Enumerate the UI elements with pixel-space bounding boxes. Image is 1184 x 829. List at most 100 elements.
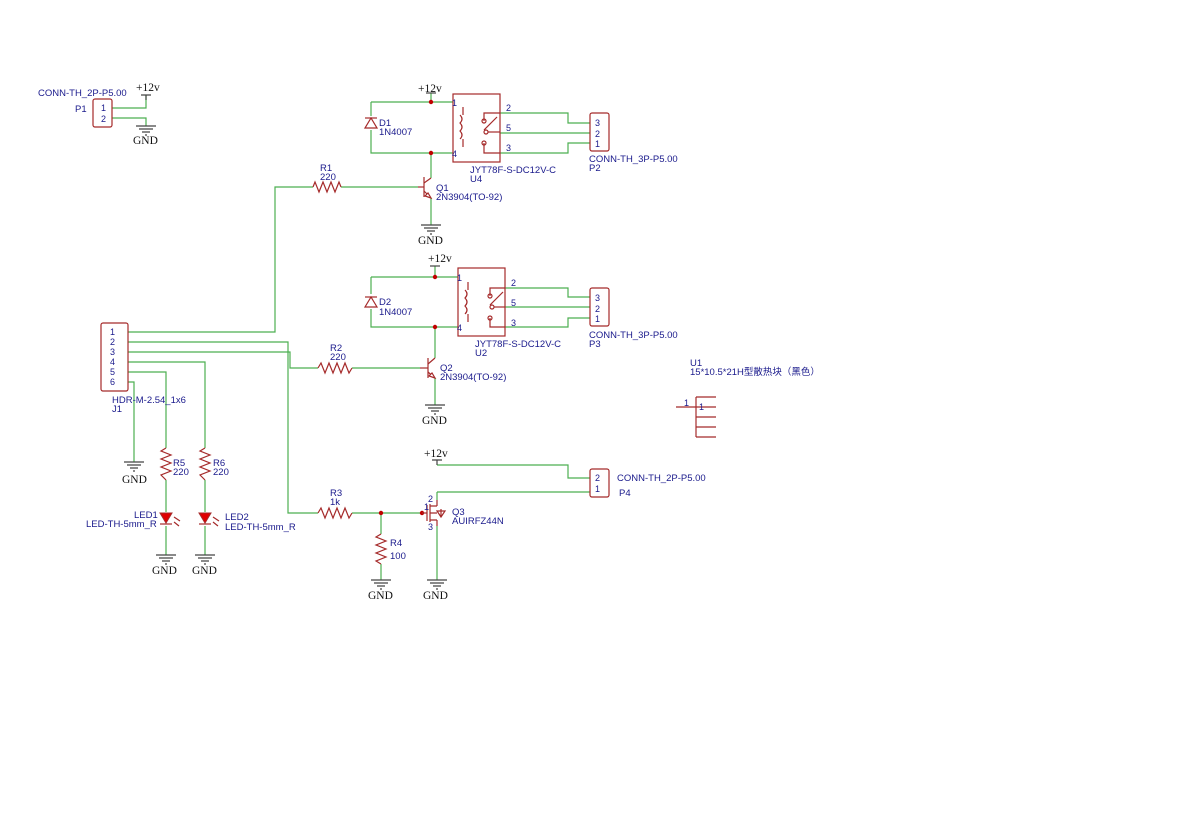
resistor-r2: R2 220 — [317, 343, 353, 375]
led2-value: LED-TH-5mm_R — [225, 522, 296, 533]
u2-pin-2: 2 — [511, 278, 516, 288]
u4-ref: U4 — [470, 174, 482, 185]
p3-value: CONN-TH_3P-P5.00 — [589, 330, 678, 341]
u4-pin-1: 1 — [452, 98, 457, 108]
p3-pin-1: 1 — [595, 314, 600, 324]
gnd-label: GND — [133, 135, 158, 147]
ground-symbols: GND GND GND GND GND GND GND GND — [122, 125, 448, 602]
r4-ref: R4 — [390, 538, 402, 549]
u4-pin-3: 3 — [506, 143, 511, 153]
resistor-r1: R1 220 — [312, 163, 342, 194]
r1-ref: R1 — [320, 163, 332, 174]
led2-ref: LED2 — [225, 512, 249, 523]
q3-pin-1: 1 — [424, 502, 429, 512]
heatsink-u1: 1 1 U1 15*10.5*21H型散热块（黑色） — [676, 358, 820, 438]
diode-d2: D2 1N4007 — [363, 295, 412, 318]
r5-ref: R5 — [173, 458, 185, 469]
led-1: LED1 LED-TH-5mm_R — [86, 510, 181, 530]
gnd-r4: GND — [368, 579, 393, 602]
gnd-j1: GND — [122, 461, 147, 486]
vcc-u2: +12v — [428, 253, 452, 267]
relay-u2: 1 4 2 5 3 JYT78F-S-DC12V-C U2 — [457, 267, 561, 359]
r6-ref: R6 — [213, 458, 225, 469]
r1-value: 220 — [320, 172, 336, 183]
led1-value: LED-TH-5mm_R — [86, 519, 157, 530]
u2-pin-5: 5 — [511, 298, 516, 308]
p4-pin-2: 2 — [595, 473, 600, 483]
gnd-q1: GND — [418, 224, 443, 247]
p2-pin-1: 1 — [595, 139, 600, 149]
r6-value: 220 — [213, 467, 229, 478]
resistor-r3: R3 1k — [317, 488, 353, 520]
q2-value: 2N3904(TO-92) — [440, 372, 506, 383]
j1-value: HDR-M-2.54_1x6 — [112, 395, 186, 406]
j1-pin-6: 6 — [110, 377, 115, 387]
relay-u4: 1 4 2 5 3 JYT78F-S-DC12V-C U4 — [452, 93, 556, 185]
gnd-q3: GND — [423, 579, 448, 602]
j1-pin-4: 4 — [110, 357, 115, 367]
vcc-u4: +12v — [418, 83, 442, 95]
resistor-r4: R4 100 — [374, 533, 406, 565]
p1-pin-1: 1 — [101, 103, 106, 113]
q3-value: AUIRFZ44N — [452, 516, 504, 527]
diode-d1: D1 1N4007 — [363, 116, 412, 138]
u2-pin-4: 4 — [457, 323, 462, 333]
power-vcc-symbols: +12v +12v +12v +12v — [136, 82, 452, 465]
r2-value: 220 — [330, 352, 346, 363]
j1-ref: J1 — [112, 404, 122, 415]
q1-value: 2N3904(TO-92) — [436, 192, 502, 203]
p4-pin-1: 1 — [595, 484, 600, 494]
r3-value: 1k — [330, 497, 340, 508]
header-j1: 1 2 3 4 5 6 HDR-M-2.54_1x6 J1 — [100, 322, 186, 415]
j1-pin-2: 2 — [110, 337, 115, 347]
q3-pin-3: 3 — [428, 522, 433, 532]
gnd-label: GND — [423, 590, 448, 602]
led1-ref: LED1 — [134, 510, 158, 521]
gnd-p1: GND — [133, 125, 158, 147]
u2-value: JYT78F-S-DC12V-C — [475, 339, 561, 350]
wires — [112, 93, 590, 580]
q1-ref: Q1 — [436, 183, 449, 194]
p4-value: CONN-TH_2P-P5.00 — [617, 473, 706, 484]
j1-pin-1: 1 — [110, 327, 115, 337]
vcc-p1: +12v — [136, 82, 160, 100]
p1-value: CONN-TH_2P-P5.00 — [38, 88, 127, 99]
vcc-label: +12v — [424, 448, 448, 460]
u1-pin-1-left: 1 — [684, 398, 689, 408]
p1-pin-2: 2 — [101, 114, 106, 124]
u4-pin-5: 5 — [506, 123, 511, 133]
p2-pin-3: 3 — [595, 118, 600, 128]
r3-ref: R3 — [330, 488, 342, 499]
gnd-q2: GND — [422, 404, 447, 427]
d2-value: 1N4007 — [379, 307, 412, 318]
u1-pin-1-right: 1 — [699, 402, 704, 412]
led-2: LED2 LED-TH-5mm_R — [198, 512, 296, 533]
q3-pin-2: 2 — [428, 494, 433, 504]
r2-ref: R2 — [330, 343, 342, 354]
p4-ref: P4 — [619, 488, 631, 499]
resistor-r5: R5 220 — [159, 447, 189, 481]
gnd-label: GND — [422, 415, 447, 427]
p3-ref: P3 — [589, 339, 601, 350]
u2-pin-1: 1 — [457, 273, 462, 283]
d2-ref: D2 — [379, 297, 391, 308]
mosfet-q3: 1 2 3 Q3 AUIRFZ44N — [422, 494, 504, 532]
gnd-label: GND — [368, 590, 393, 602]
q3-ref: Q3 — [452, 507, 465, 518]
u1-value: 15*10.5*21H型散热块（黑色） — [690, 366, 820, 378]
r4-value: 100 — [390, 551, 406, 562]
connector-p2: 3 2 1 CONN-TH_3P-P5.00 P2 — [589, 112, 678, 174]
j1-pin-3: 3 — [110, 347, 115, 357]
vcc-q3: +12v — [424, 448, 448, 465]
p2-ref: P2 — [589, 163, 601, 174]
transistor-q2: Q2 2N3904(TO-92) — [420, 357, 506, 383]
u1-ref: U1 — [690, 358, 702, 369]
vcc-label: +12v — [418, 83, 442, 95]
u2-ref: U2 — [475, 348, 487, 359]
p1-ref: P1 — [75, 104, 87, 115]
u2-pin-3: 3 — [511, 318, 516, 328]
d1-ref: D1 — [379, 118, 391, 129]
q2-ref: Q2 — [440, 363, 453, 374]
p2-pin-2: 2 — [595, 129, 600, 139]
